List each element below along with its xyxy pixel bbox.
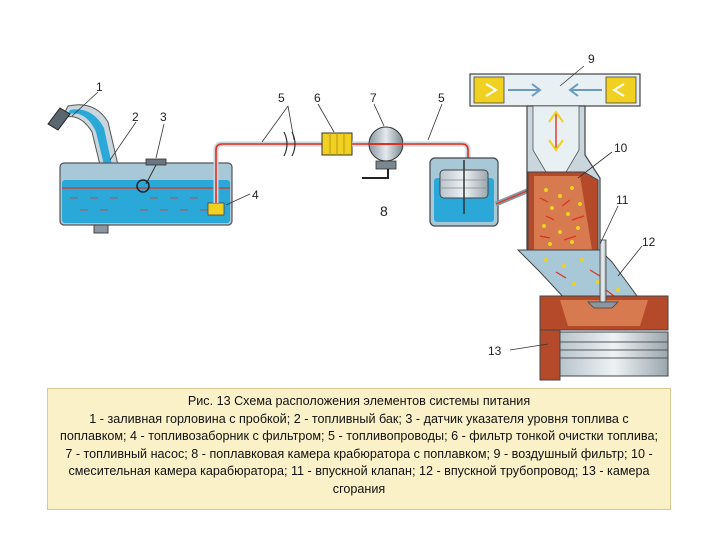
cylinder-head bbox=[539, 239, 669, 381]
level-sensor-mount bbox=[145, 158, 167, 166]
label-4: 4 bbox=[252, 188, 259, 202]
level-sensor-float bbox=[136, 179, 150, 193]
fuel-tank bbox=[47, 104, 290, 234]
leader-lines bbox=[71, 65, 643, 351]
filler-cap-icon bbox=[47, 107, 71, 131]
carburetor bbox=[526, 105, 601, 251]
air-filter-element-right bbox=[605, 76, 637, 104]
fuel-system-diagram: 1 2 3 4 5 6 7 5 8 9 10 11 12 13 bbox=[47, 52, 669, 381]
label-8: 8 bbox=[380, 203, 388, 219]
label-5-right: 5 bbox=[438, 91, 445, 105]
fuel-line bbox=[283, 126, 471, 179]
drain-plug bbox=[93, 224, 109, 234]
label-5-left: 5 bbox=[278, 91, 285, 105]
float-chamber bbox=[429, 157, 535, 227]
air-filter-element-left bbox=[473, 76, 505, 104]
tank-fuel bbox=[62, 180, 230, 223]
label-3: 3 bbox=[160, 110, 167, 124]
label-10: 10 bbox=[614, 141, 628, 155]
intake-valve bbox=[599, 239, 607, 303]
fuel-intake-filter bbox=[207, 202, 225, 216]
piston bbox=[559, 331, 669, 377]
caption-title: Рис. 13 Схема расположения элементов сис… bbox=[187, 394, 531, 408]
pump-lever bbox=[362, 169, 389, 179]
label-11: 11 bbox=[616, 193, 629, 207]
label-12: 12 bbox=[642, 235, 656, 249]
caption-body: 1 - заливная горловина с пробкой; 2 - то… bbox=[60, 411, 658, 496]
label-13: 13 bbox=[488, 344, 502, 358]
filler-neck-fuel bbox=[68, 109, 112, 165]
air-filter bbox=[469, 73, 641, 107]
label-9: 9 bbox=[588, 52, 595, 66]
caption-box: Рис. 13 Схема расположения элементов сис… bbox=[47, 388, 671, 510]
combustion-chamber bbox=[560, 300, 648, 326]
intake-manifold bbox=[516, 249, 641, 301]
label-7: 7 bbox=[370, 91, 377, 105]
label-6: 6 bbox=[314, 91, 321, 105]
label-2: 2 bbox=[132, 110, 139, 124]
label-1: 1 bbox=[96, 80, 103, 94]
